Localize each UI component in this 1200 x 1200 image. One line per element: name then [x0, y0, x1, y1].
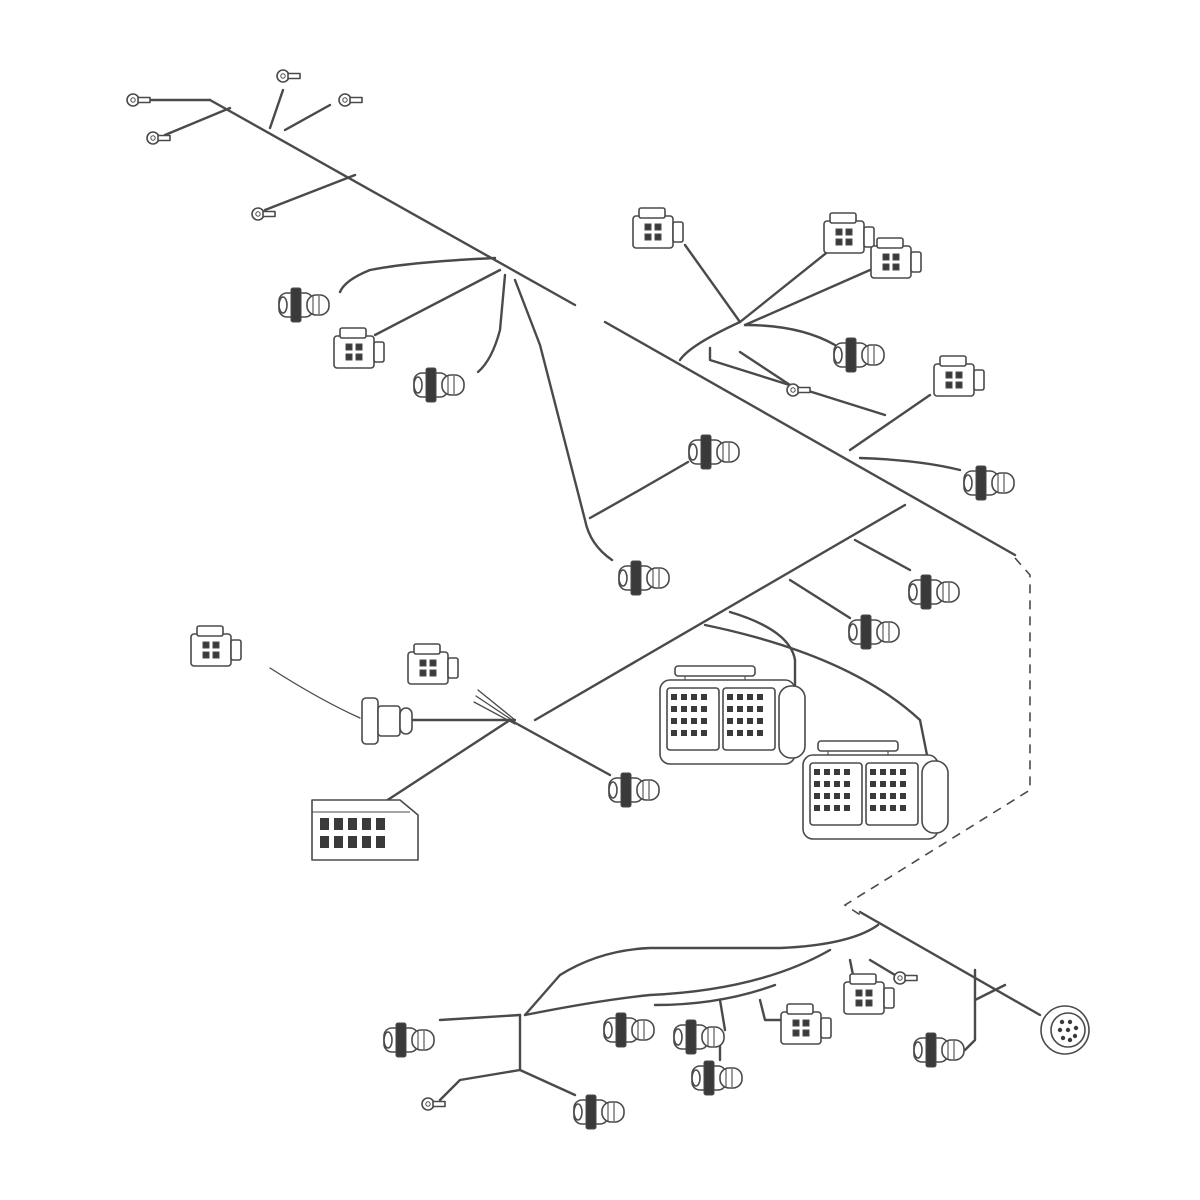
left-cluster — [269, 667, 612, 807]
bottom-harness — [438, 910, 1042, 1102]
top-harness — [148, 88, 690, 562]
ring-terminal-icon[interactable] — [786, 383, 811, 397]
tower-connector-icon[interactable] — [933, 355, 985, 397]
fuse-block-icon[interactable] — [311, 799, 419, 861]
main-trunk — [533, 243, 1017, 772]
weatherpack-connector-icon[interactable] — [848, 614, 900, 650]
ring-terminal-icon[interactable] — [338, 93, 363, 107]
round-connector-icon[interactable] — [1040, 1005, 1090, 1055]
continuation-line — [843, 557, 1031, 919]
weatherpack-connector-icon[interactable] — [413, 367, 465, 403]
tower-connector-icon[interactable] — [407, 643, 459, 685]
weatherpack-connector-icon[interactable] — [603, 1012, 655, 1048]
tower-connector-icon[interactable] — [190, 625, 242, 667]
ring-terminal-icon[interactable] — [276, 69, 301, 83]
ring-terminal-icon[interactable] — [251, 207, 276, 221]
ecu-connector-icon[interactable] — [659, 665, 806, 765]
relay-connector-icon[interactable] — [843, 973, 895, 1015]
bulkhead-connector-icon[interactable] — [361, 697, 413, 745]
weatherpack-connector-icon[interactable] — [608, 772, 660, 808]
tower-connector-icon[interactable] — [823, 212, 875, 254]
weatherpack-connector-icon[interactable] — [573, 1094, 625, 1130]
weatherpack-connector-icon[interactable] — [833, 337, 885, 373]
weatherpack-connector-icon[interactable] — [691, 1060, 743, 1096]
ring-terminal-icon[interactable] — [126, 93, 151, 107]
tower-connector-icon[interactable] — [870, 237, 922, 279]
weatherpack-connector-icon[interactable] — [913, 1032, 965, 1068]
weatherpack-connector-icon[interactable] — [908, 574, 960, 610]
weatherpack-connector-icon[interactable] — [278, 287, 330, 323]
ring-terminal-icon[interactable] — [893, 971, 918, 985]
ecu-connector-icon[interactable] — [802, 740, 949, 840]
weatherpack-connector-icon[interactable] — [963, 465, 1015, 501]
tower-connector-icon[interactable] — [780, 1003, 832, 1045]
weatherpack-connector-icon[interactable] — [688, 434, 740, 470]
weatherpack-connector-icon[interactable] — [673, 1019, 725, 1055]
tower-connector-icon[interactable] — [632, 207, 684, 249]
weatherpack-connector-icon[interactable] — [383, 1022, 435, 1058]
weatherpack-connector-icon[interactable] — [618, 560, 670, 596]
